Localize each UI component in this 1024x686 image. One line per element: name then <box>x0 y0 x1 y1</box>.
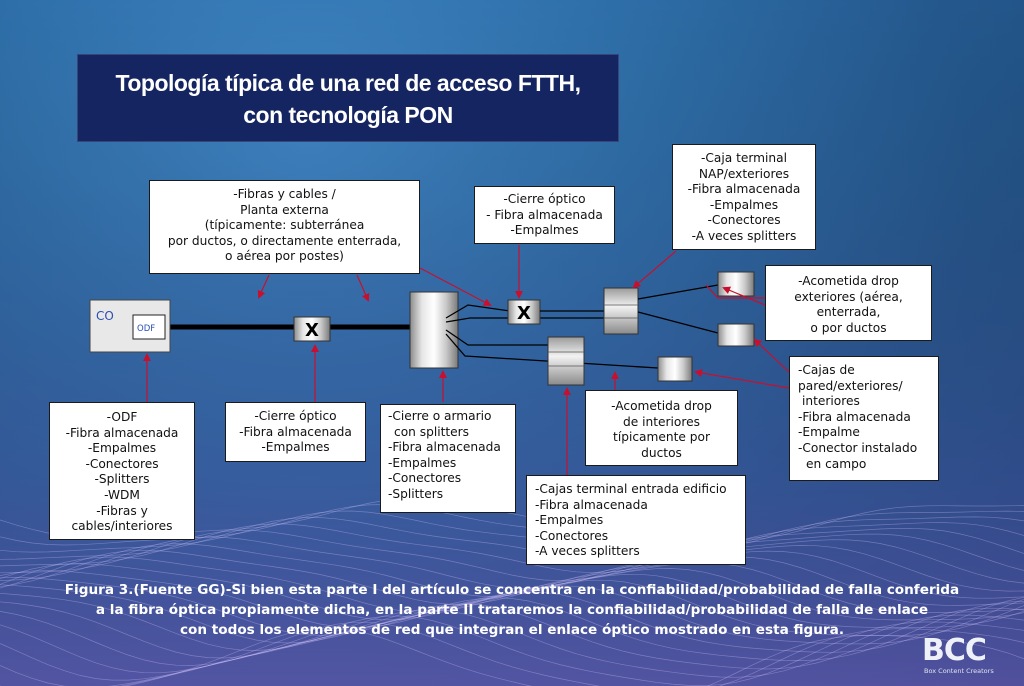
wave-line <box>0 621 1024 686</box>
wave-line <box>0 543 1024 597</box>
splice-closure-distribution: X <box>507 299 541 325</box>
wave-line <box>0 562 1024 621</box>
co-label: CO <box>96 309 114 323</box>
odf-label: ODF <box>137 324 155 334</box>
caption-line-1: Figura 3.(Fuente GG)-Si bien esta parte … <box>64 582 960 598</box>
wave-line <box>0 510 1024 557</box>
splitter-cabinet <box>409 291 459 369</box>
logo-mark: BCC <box>922 633 987 668</box>
indoor-wall-box <box>657 356 693 382</box>
wave-line <box>0 517 1024 565</box>
label-cierre-optico-top: -Cierre óptico - Fibra almacenada -Empal… <box>474 186 615 244</box>
title-banner: Topología típica de una red de acceso FT… <box>77 54 619 142</box>
label-acometida-exteriores: -Acometida drop exteriores (aérea, enter… <box>765 265 932 341</box>
odf-box <box>132 314 166 340</box>
wave-line <box>0 573 1024 636</box>
label-cajas-pared: -Cajas de pared/exteriores/ interiores -… <box>789 356 939 481</box>
title-line-2: con tecnología PON <box>243 102 453 128</box>
wave-line <box>0 579 1024 644</box>
caption-line-3: con todos los elementos de red que integ… <box>179 622 845 638</box>
label-cajas-terminal-edificio: -Cajas terminal entrada edificio -Fibra … <box>526 475 746 565</box>
caption-line-2: a la fibra óptica propiamente dicha, en … <box>95 602 929 618</box>
logo-tagline: Box Content Creators <box>924 667 994 675</box>
wave-line <box>0 549 1024 605</box>
wave-line <box>124 628 1024 686</box>
label-fibras-cables: -Fibras y cables / Planta externa (típic… <box>149 180 420 274</box>
wave-line <box>0 530 1024 582</box>
figure-caption: Figura 3.(Fuente GG)-Si bien esta parte … <box>20 580 1004 640</box>
wave-line <box>0 591 1024 659</box>
cabinet-splice-symbol: X <box>517 303 531 324</box>
splice-closure-symbol: X <box>305 320 319 341</box>
central-office: CO ODF <box>89 299 171 353</box>
wave-line <box>0 615 1024 686</box>
label-odf: -ODF -Fibra almacenada -Empalmes -Conect… <box>49 402 195 540</box>
label-acometida-interiores: -Acometida drop de interiores típicament… <box>585 390 738 466</box>
wave-line <box>0 609 1024 681</box>
callout-arrows <box>143 245 790 475</box>
label-cierre-armario: -Cierre o armario con splitters -Fibra a… <box>380 404 516 513</box>
wave-line <box>0 603 1024 674</box>
wall-box-bottom <box>717 323 755 347</box>
wave-line <box>0 585 1024 651</box>
building-entrance-box <box>547 336 585 386</box>
wave-line <box>0 597 1024 666</box>
label-caja-terminal-nap: -Caja terminal NAP/exteriores -Fibra alm… <box>672 144 816 250</box>
title-line-1: Topología típica de una red de acceso FT… <box>115 70 581 96</box>
bcc-logo: BCC Box Content Creators <box>922 636 1000 676</box>
wave-line <box>0 556 1024 613</box>
nap-terminal-box <box>603 287 639 335</box>
wave-line <box>0 523 1024 574</box>
wave-line <box>0 536 1024 589</box>
splice-closure-feeder: X <box>293 316 331 342</box>
wave-line <box>0 568 1024 629</box>
label-cierre-optico-bottom: -Cierre óptico -Fibra almacenada -Empalm… <box>225 402 366 462</box>
